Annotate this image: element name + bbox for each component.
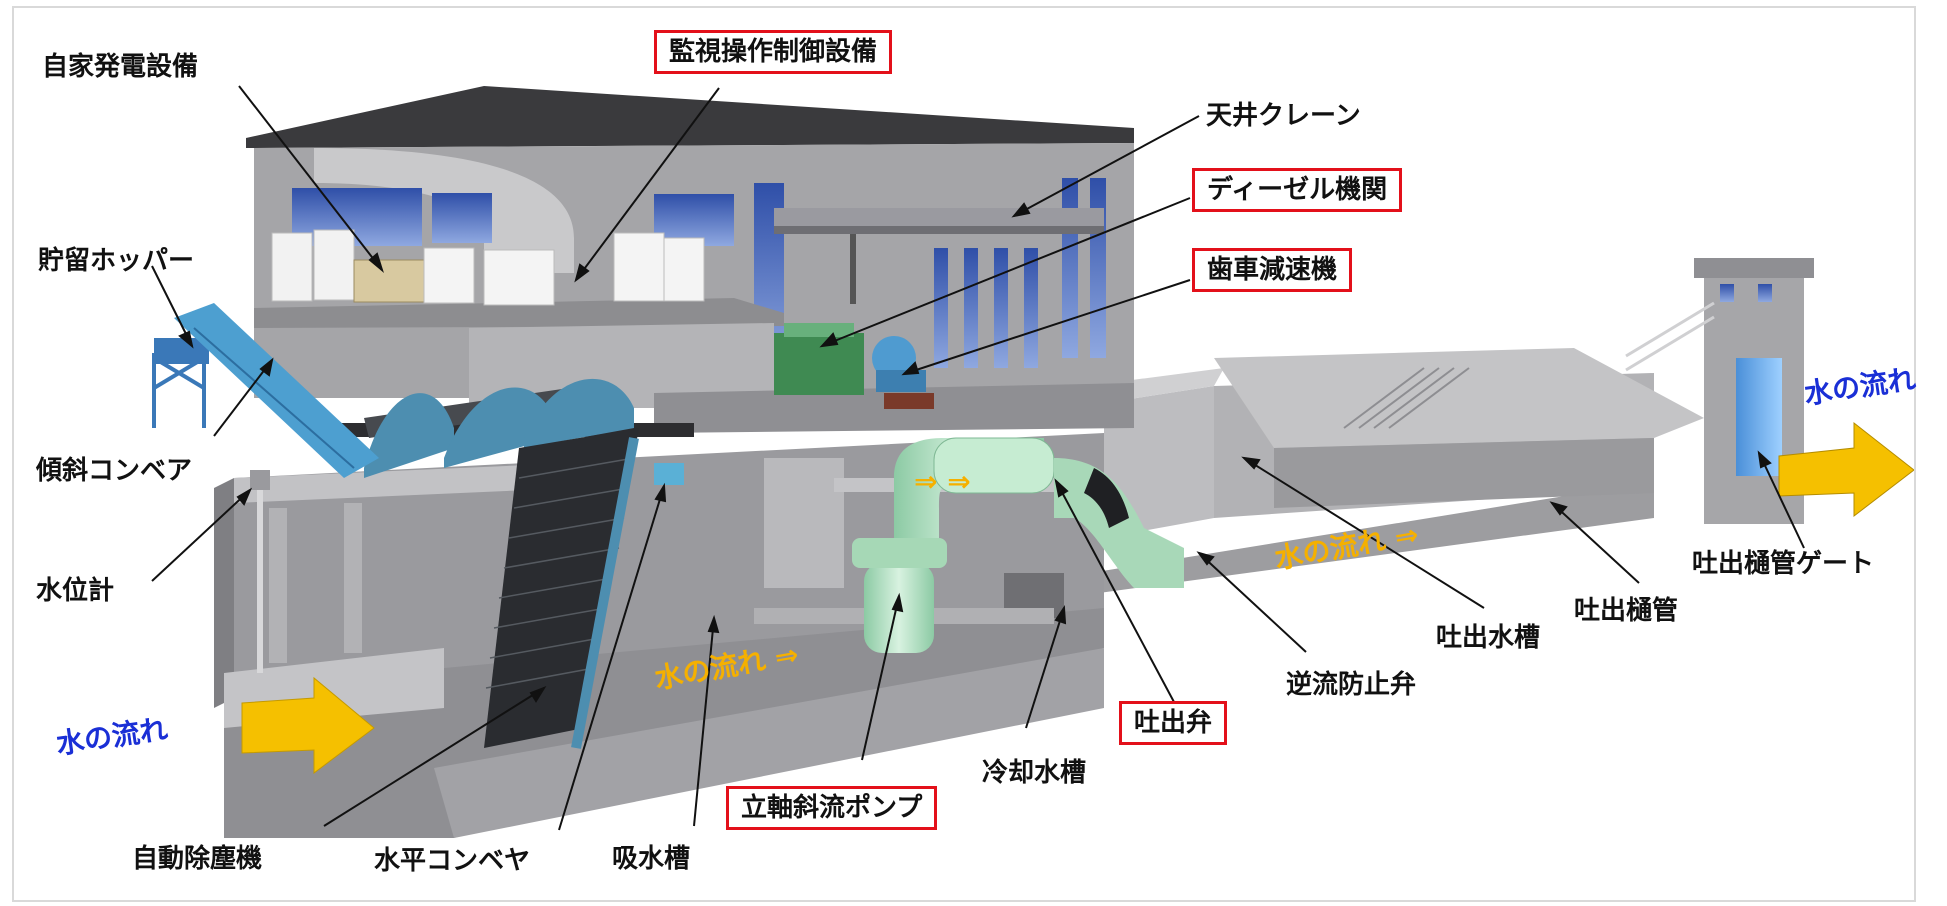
upper-floor-equipment (271, 229, 705, 306)
label-check-valve: 逆流防止弁 (1286, 670, 1417, 700)
crane-girder (774, 208, 1104, 226)
label-private-power-generation: 自家発電設備 (42, 52, 199, 82)
outlet-flow-arrow (1778, 421, 1914, 518)
label-discharge-culvert-gate: 吐出樋管ゲート (1692, 549, 1875, 579)
label-storage-hopper: 貯留ホッパー (38, 246, 195, 276)
pump-station-illustration (151, 85, 1914, 838)
leader-lines (151, 85, 1805, 831)
water-level-gauge-head (250, 470, 270, 490)
diagram-frame: 自家発電設備 監視操作制御設備 天井クレーン ディーゼル機関 歯車減速機 貯留ホ… (12, 6, 1918, 902)
label-monitoring-control-equipment: 監視操作制御設備 (654, 30, 893, 74)
label-vertical-mixed-flow-pump: 立軸斜流ポンプ (726, 786, 938, 830)
gear-reducer (872, 336, 934, 409)
label-discharge-culvert: 吐出樋管 (1574, 596, 1679, 626)
label-horizontal-conveyor: 水平コンベヤ (374, 846, 531, 876)
label-gear-reducer: 歯車減速機 (1192, 248, 1353, 292)
discharge-stairs (1343, 367, 1470, 429)
label-automatic-dust-remover: 自動除塵機 (132, 844, 263, 874)
inlet-flow-arrow (241, 676, 375, 774)
label-inclined-conveyor: 傾斜コンベア (36, 456, 193, 486)
flow-text-pipe: ⇒ ⇒ (914, 465, 971, 498)
label-overhead-crane: 天井クレーン (1206, 101, 1361, 131)
horizontal-conveyor-head (654, 463, 684, 485)
hopper-conveyor (152, 303, 379, 673)
label-suction-tank: 吸水槽 (612, 844, 691, 874)
label-discharge-valve: 吐出弁 (1119, 701, 1228, 745)
label-diesel-engine: ディーゼル機関 (1192, 168, 1403, 212)
label-cooling-water-tank: 冷却水槽 (982, 758, 1087, 788)
trash-rake (334, 378, 694, 749)
diesel-engine (774, 323, 864, 395)
label-water-level-gauge: 水位計 (36, 576, 115, 606)
gate-stair (1625, 301, 1715, 372)
label-discharge-tank: 吐出水槽 (1436, 623, 1541, 653)
